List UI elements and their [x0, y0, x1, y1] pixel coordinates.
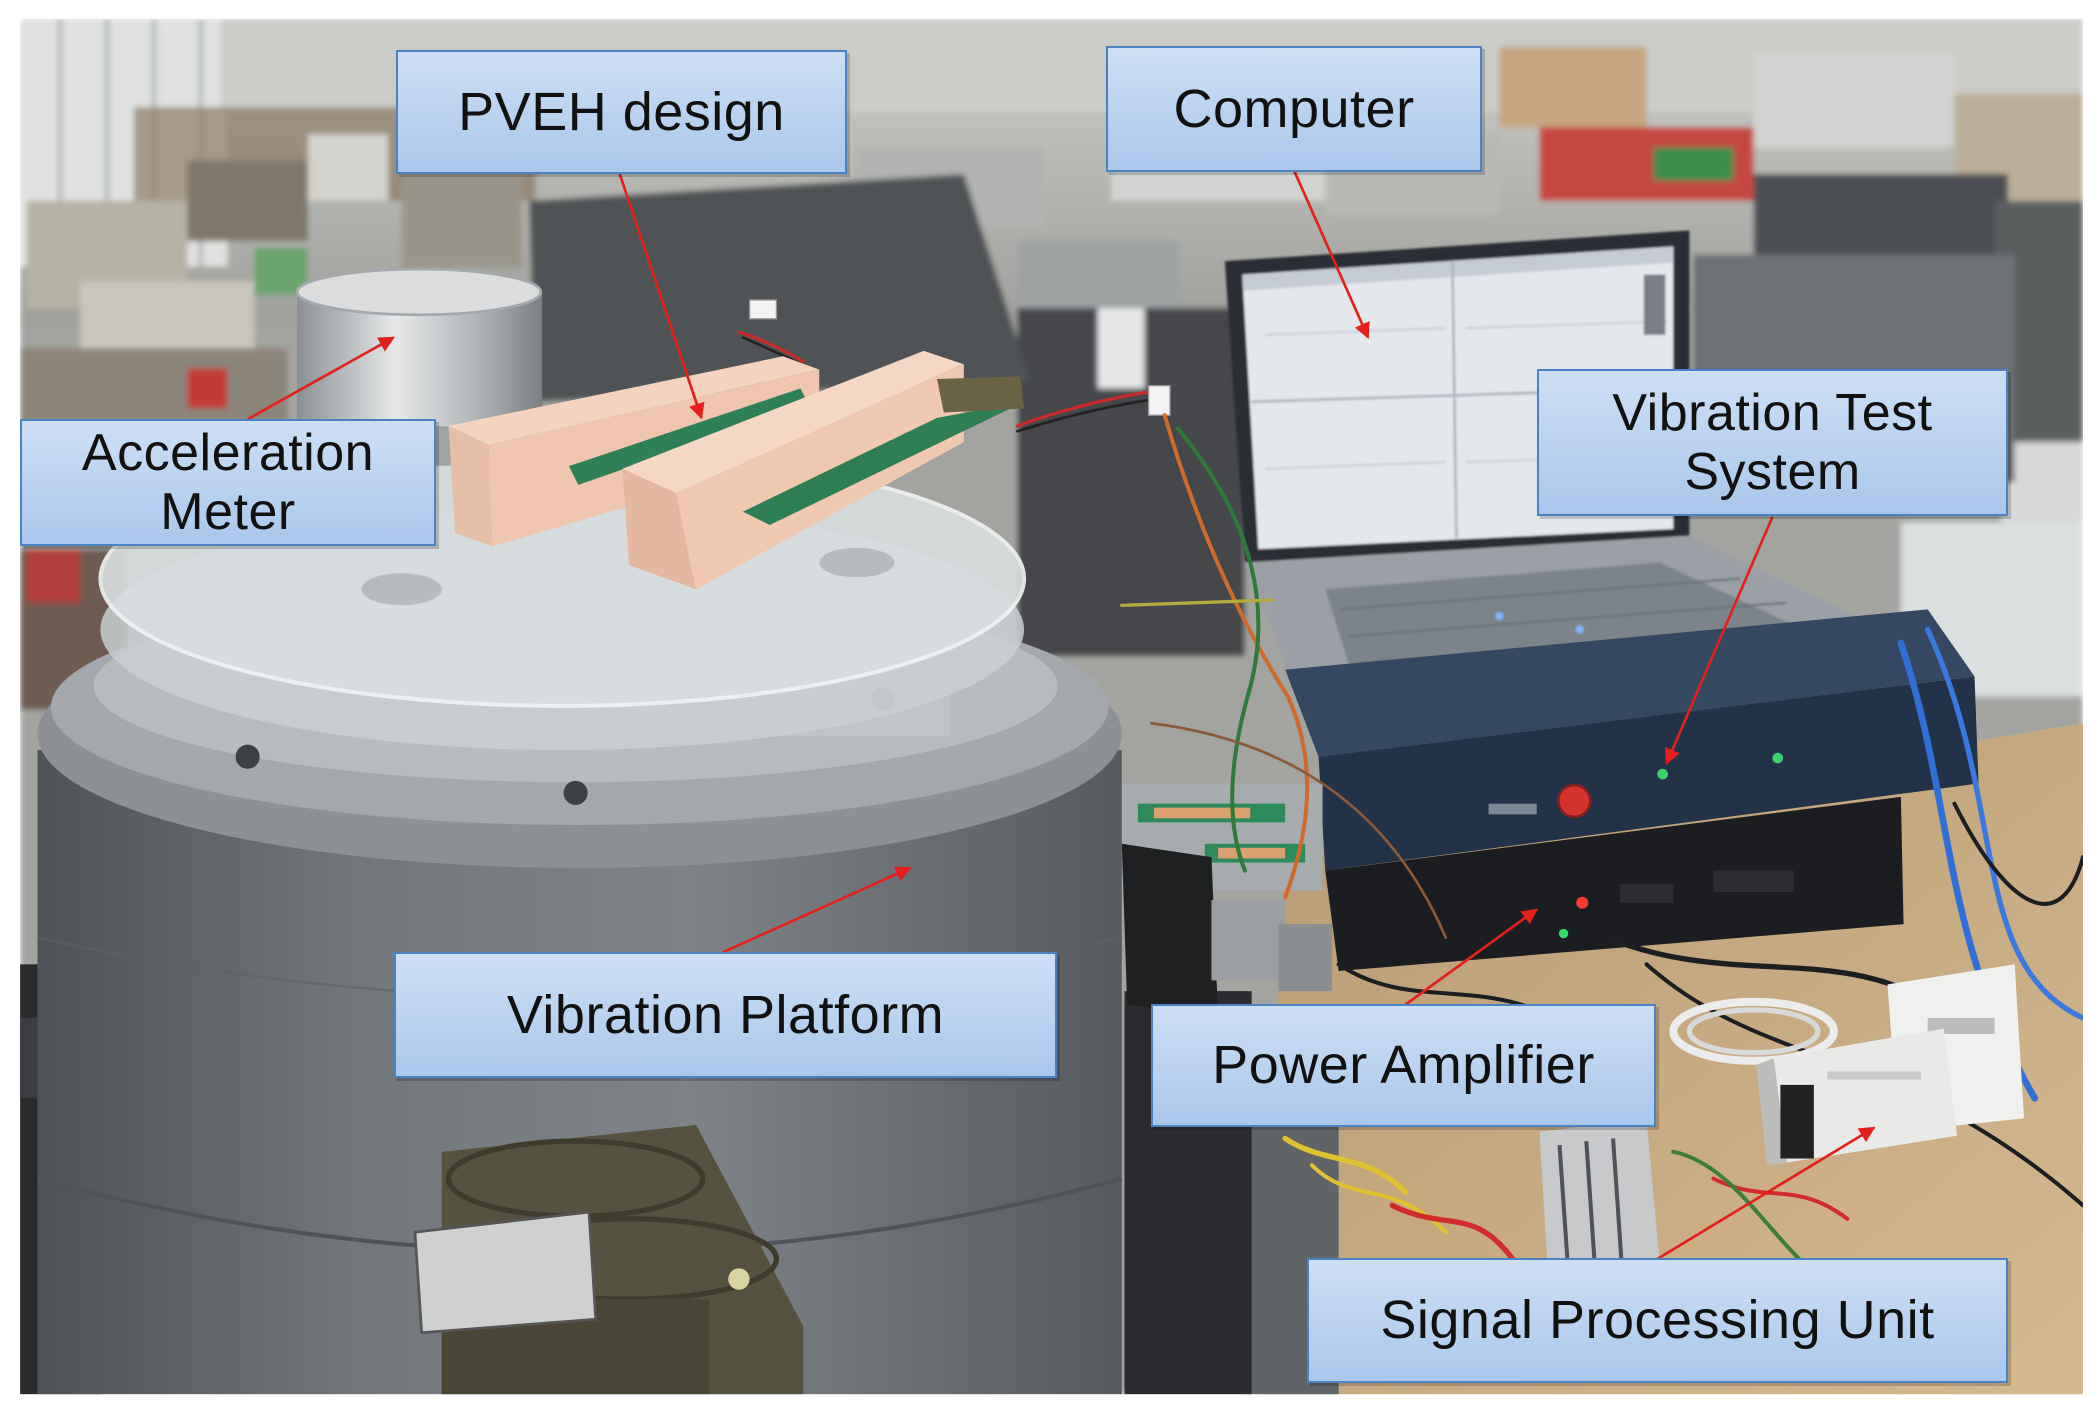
label-computer: Computer	[1106, 46, 1482, 172]
coiled-cable	[1669, 997, 1838, 1065]
nameplate	[413, 1210, 598, 1335]
pveh-wires	[737, 299, 1448, 939]
pcb-beam	[742, 401, 1025, 526]
label-vibration-test-system: Vibration Test System	[1537, 369, 2008, 516]
label-line: Vibration Test	[1612, 383, 1933, 442]
arrow-vibration-test-system	[1664, 516, 1774, 765]
label-vibration-platform: Vibration Platform	[394, 952, 1057, 1078]
arrow-computer	[1293, 170, 1370, 339]
label-text: PVEH design	[458, 81, 785, 142]
arrow-pveh-design	[618, 173, 705, 420]
pcb-beam	[568, 388, 809, 485]
shaker-connector	[413, 1052, 804, 1395]
arrow-signal-processing-unit	[1656, 1126, 1876, 1261]
power-amplifier-box	[1325, 796, 1904, 972]
label-pveh-design: PVEH design	[396, 50, 847, 174]
label-text: Computer	[1173, 78, 1415, 139]
pveh-device	[448, 350, 1025, 590]
label-acceleration-meter: Acceleration Meter	[20, 419, 436, 546]
arrow-acceleration-meter	[246, 336, 395, 421]
label-text: Vibration Platform	[506, 984, 945, 1045]
vibration-test-system-box	[1285, 609, 1979, 871]
red-knob	[1556, 783, 1592, 819]
label-line: System	[1684, 442, 1861, 501]
annotation-arrows	[246, 170, 1876, 1261]
label-text: Signal Processing Unit	[1380, 1290, 1935, 1351]
label-line: Acceleration	[81, 423, 375, 482]
label-signal-processing-unit: Signal Processing Unit	[1307, 1258, 2008, 1383]
label-text: Power Amplifier	[1212, 1035, 1595, 1096]
arrow-vibration-platform	[722, 866, 912, 954]
sample-bracket	[1121, 783, 1332, 1018]
label-line: Meter	[160, 482, 296, 541]
signal-processing-unit-box	[1756, 1028, 1958, 1166]
label-power-amplifier: Power Amplifier	[1151, 1004, 1656, 1127]
arrow-power-amplifier	[1404, 908, 1539, 1006]
